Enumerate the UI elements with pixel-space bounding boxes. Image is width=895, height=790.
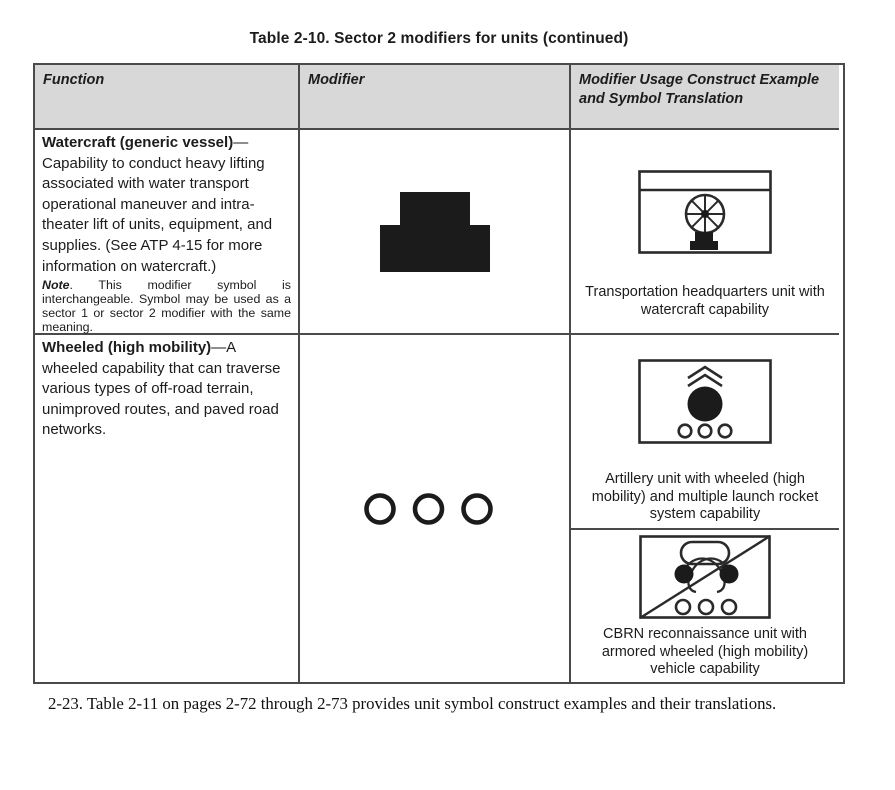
artillery-wheeled-mlrs-symbol <box>638 359 772 444</box>
header-modifier: Modifier <box>300 65 571 130</box>
function-cell-watercraft: Watercraft (generic vessel)—Capability t… <box>35 130 300 335</box>
example-cell-wheeled: Artillery unit with wheeled (high mobili… <box>571 335 839 682</box>
paragraph-2-23: 2-23. Table 2-11 on pages 2-72 through 2… <box>48 694 777 713</box>
cbrn-recon-armored-wheeled-symbol <box>639 535 771 619</box>
example-subcell-artillery: Artillery unit with wheeled (high mobili… <box>571 335 839 530</box>
note-label: Note <box>42 278 70 293</box>
caption-artillery: Artillery unit with wheeled (high mobili… <box>591 471 819 523</box>
three-circles-wheeled-icon <box>363 492 493 525</box>
function-body-watercraft: —Capability to conduct heavy lifting ass… <box>42 134 273 275</box>
function-body-wheeled: —A wheeled capability that can traverse … <box>42 339 281 439</box>
header-function: Function <box>35 65 300 130</box>
caption-transportation: Transportation headquarters unit with wa… <box>585 284 825 318</box>
sector2-modifiers-table: Function Modifier Modifier Usage Constru… <box>33 63 845 684</box>
transportation-headquarters-watercraft-symbol <box>638 170 772 254</box>
function-text-wheeled: Wheeled (high mobility)—A wheeled capabi… <box>42 338 291 441</box>
header-usage-construct: Modifier Usage Construct Example and Sym… <box>571 65 839 130</box>
function-lead-watercraft: Watercraft (generic vessel) <box>42 134 234 151</box>
function-lead-wheeled: Wheeled (high mobility) <box>42 339 212 356</box>
example-cell-transportation: Transportation headquarters unit with wa… <box>571 130 839 335</box>
function-text-watercraft: Watercraft (generic vessel)—Capability t… <box>42 133 291 277</box>
caption-cbrn: CBRN reconnaissance unit with armored wh… <box>601 626 809 678</box>
note-body: . This modifier symbol is interchangeabl… <box>42 278 291 334</box>
modifier-cell-watercraft <box>300 130 571 335</box>
example-subcell-cbrn: CBRN reconnaissance unit with armored wh… <box>571 530 839 680</box>
watercraft-note: Note. This modifier symbol is interchang… <box>42 278 291 335</box>
modifier-cell-wheeled <box>300 335 571 682</box>
table-title: Table 2-10. Sector 2 modifiers for units… <box>249 30 629 47</box>
function-cell-wheeled: Wheeled (high mobility)—A wheeled capabi… <box>35 335 300 682</box>
watercraft-silhouette-icon <box>379 191 490 272</box>
